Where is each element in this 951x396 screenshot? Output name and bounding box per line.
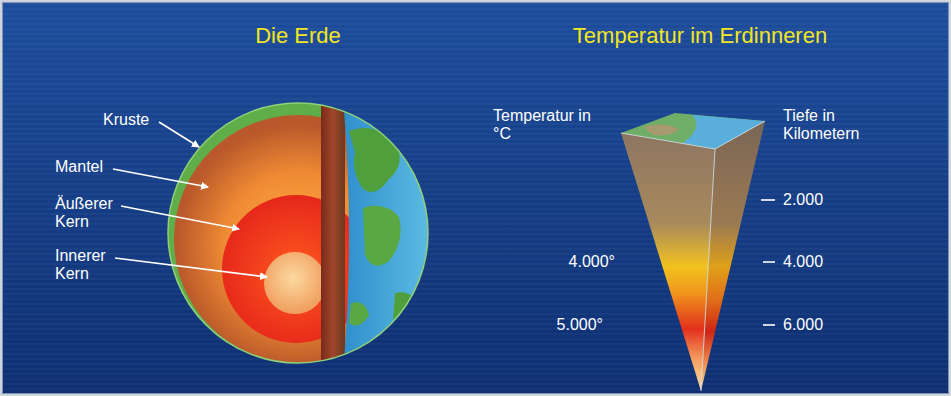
layer-label: Innerer Kern	[55, 247, 127, 283]
wedge-face	[621, 133, 715, 391]
layer-label: Kruste	[103, 111, 149, 129]
temperature-value: 5.000°	[557, 316, 603, 334]
axis-title: Temperatur in °C	[493, 107, 593, 143]
depth-value: 2.000	[783, 191, 823, 209]
depth-value: 6.000	[783, 316, 823, 334]
depth-value: 4.000	[783, 253, 823, 271]
layer-label: Äußerer Kern	[55, 195, 127, 231]
wedge-face	[701, 121, 765, 391]
section-heading: Temperatur im Erdinneren	[573, 23, 827, 49]
layer-label: Mantel	[55, 158, 103, 176]
temperature-value: 4.000°	[569, 253, 615, 271]
section-heading: Die Erde	[255, 23, 341, 49]
leader-lines	[113, 122, 267, 277]
depth-ticks	[761, 200, 775, 325]
axis-title: Tiefe in Kilometern	[783, 107, 883, 143]
